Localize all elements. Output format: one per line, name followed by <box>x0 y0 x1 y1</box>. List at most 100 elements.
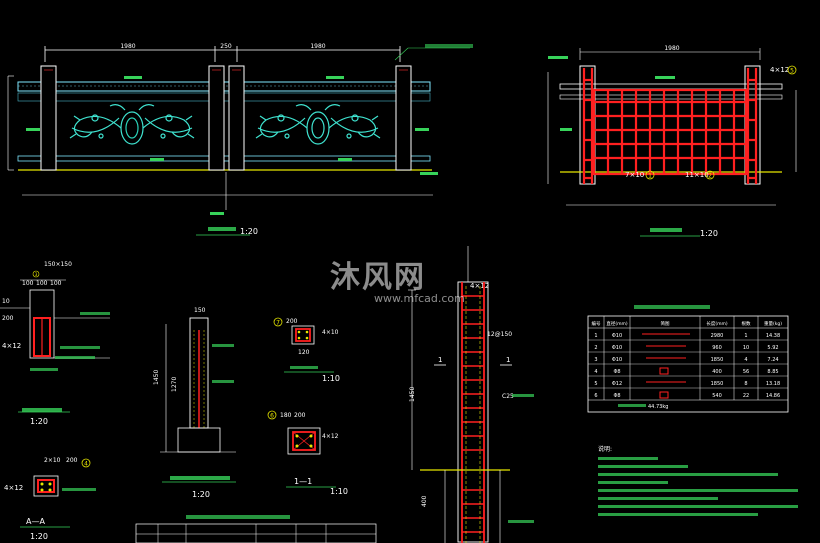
ld-dim-100a: 100 <box>22 280 34 287</box>
post-dim-1450: 1450 <box>153 370 160 385</box>
ss-top-label: 4×10 <box>322 329 339 336</box>
col-mark-1b: 1 <box>506 356 510 364</box>
watermark-sub: www.mfcad.com <box>374 292 465 305</box>
th-2: 简图 <box>661 320 670 327</box>
ld-dim-100c: 100 <box>50 280 62 287</box>
aa-4x12: 4×12 <box>4 484 23 492</box>
col-label-c25: C25 <box>502 393 514 400</box>
rebar-table: 编号 直径(mm) 简图 长度(mm) 根数 重量(kg) 1 Φ10 2980… <box>587 305 789 413</box>
column-stirrups <box>462 295 484 533</box>
td: 960 <box>712 345 722 351</box>
td: 540 <box>712 393 722 399</box>
ornament-left <box>69 104 195 145</box>
dim-left: 1980 <box>120 43 135 50</box>
th-4: 根数 <box>742 320 751 327</box>
notes-title: 说明: <box>598 445 612 453</box>
notes: 说明: <box>598 445 798 516</box>
td: Φ10 <box>612 333 622 339</box>
td: 22 <box>743 393 749 399</box>
td: 5 <box>594 381 597 387</box>
ld-circle-3: 3 <box>35 272 38 277</box>
post-dim-150: 150 <box>194 307 206 314</box>
elevation-scale: 1:20 <box>240 227 258 236</box>
circle-5: 5 <box>790 68 794 75</box>
ss-circle-7: 7 <box>276 320 280 327</box>
td: Φ8 <box>613 369 620 375</box>
ss-dim-120: 120 <box>298 349 310 356</box>
ss-scale-2: 1:10 <box>330 487 348 496</box>
ld-dims-top: 150×150 <box>44 261 72 268</box>
aa-title: A—A <box>26 517 45 526</box>
aa-scale: 1:20 <box>30 532 48 541</box>
left-section-detail: 150×150 100 100 100 10 200 4×12 1:20 3 2… <box>0 261 110 541</box>
td: Φ10 <box>612 357 622 363</box>
td: 7.24 <box>767 357 778 363</box>
aa-200: 200 <box>66 457 78 464</box>
td: 2 <box>594 345 597 351</box>
col-dim-bottom: 400 <box>421 495 428 507</box>
dim-right: 1980 <box>310 43 325 50</box>
dim-mid: 250 <box>220 43 232 50</box>
col-mark-1a: 1 <box>438 356 442 364</box>
td: 1 <box>594 333 597 339</box>
td: 4 <box>594 369 597 375</box>
watermark: 沐风网 www.mfcad.com <box>330 252 465 305</box>
td: 14.86 <box>766 393 780 399</box>
small-sections: 7 200 4×10 120 1:10 6 180 200 4×12 1—1 1… <box>267 317 348 496</box>
circle-2: 2 <box>708 173 712 180</box>
th-1: 直径(mm) <box>606 320 628 327</box>
th-3: 长度(mm) <box>706 320 728 327</box>
td: 8 <box>744 381 747 387</box>
grid-label-4x12: 4×12 <box>770 66 789 74</box>
td: 6 <box>594 393 597 399</box>
ld-label-4x12: 4×12 <box>2 342 21 350</box>
td: 4 <box>744 357 747 363</box>
grid-scale: 1:20 <box>700 229 718 238</box>
column-detail: 4×12 1450 400 12@150 C25 1 1 <box>408 246 534 543</box>
grid-dim-top: 1980 <box>664 45 679 52</box>
table-total: 44.73kg <box>648 404 668 410</box>
td: 2980 <box>711 333 724 339</box>
td: 400 <box>712 369 722 375</box>
railing-elevation: 1980 250 1980 <box>7 43 473 236</box>
grid-elevation: 1980 <box>547 45 797 238</box>
td: Φ10 <box>612 345 622 351</box>
circle-1: 1 <box>648 173 652 180</box>
td: Φ12 <box>612 381 622 387</box>
ld-dim-100b: 100 <box>36 280 48 287</box>
grid-label-11x10: 11×10 <box>685 171 709 179</box>
ld-scale: 1:20 <box>30 417 48 426</box>
ornament-right <box>255 104 381 145</box>
ss-dim-180: 180 <box>280 412 292 419</box>
col-mid-label: 12@150 <box>487 331 512 338</box>
aa-dim: 2×10 <box>44 457 61 464</box>
td: Φ8 <box>613 393 620 399</box>
ss-bottom-label: 4×12 <box>322 433 339 440</box>
ss-scale-1: 1:10 <box>322 374 340 383</box>
watermark-main: 沐风网 <box>330 260 426 295</box>
td: 1 <box>744 333 747 339</box>
td: 8.85 <box>767 369 778 375</box>
td: 56 <box>743 369 749 375</box>
rebar-grid <box>582 68 758 184</box>
post-detail: 150 1450 1270 1:20 <box>153 307 236 499</box>
ss-dim-200b: 200 <box>294 412 306 419</box>
ld-label-10: 10 <box>2 298 10 305</box>
ss-circle-6: 6 <box>270 413 274 420</box>
post-dim-1270: 1270 <box>171 377 178 392</box>
td: 14.38 <box>766 333 780 339</box>
aa-circle-4: 4 <box>84 461 88 468</box>
th-5: 重量(kg) <box>764 320 782 327</box>
td: 5.92 <box>767 345 778 351</box>
ss-dim-200: 200 <box>286 318 298 325</box>
ld-label-200: 200 <box>2 315 14 322</box>
ss-section-name: 1—1 <box>294 477 312 486</box>
td: 10 <box>743 345 749 351</box>
td: 1850 <box>711 381 724 387</box>
td: 13.18 <box>766 381 780 387</box>
td: 3 <box>594 357 597 363</box>
bottom-table-stub <box>135 515 377 543</box>
th-0: 编号 <box>592 320 601 327</box>
